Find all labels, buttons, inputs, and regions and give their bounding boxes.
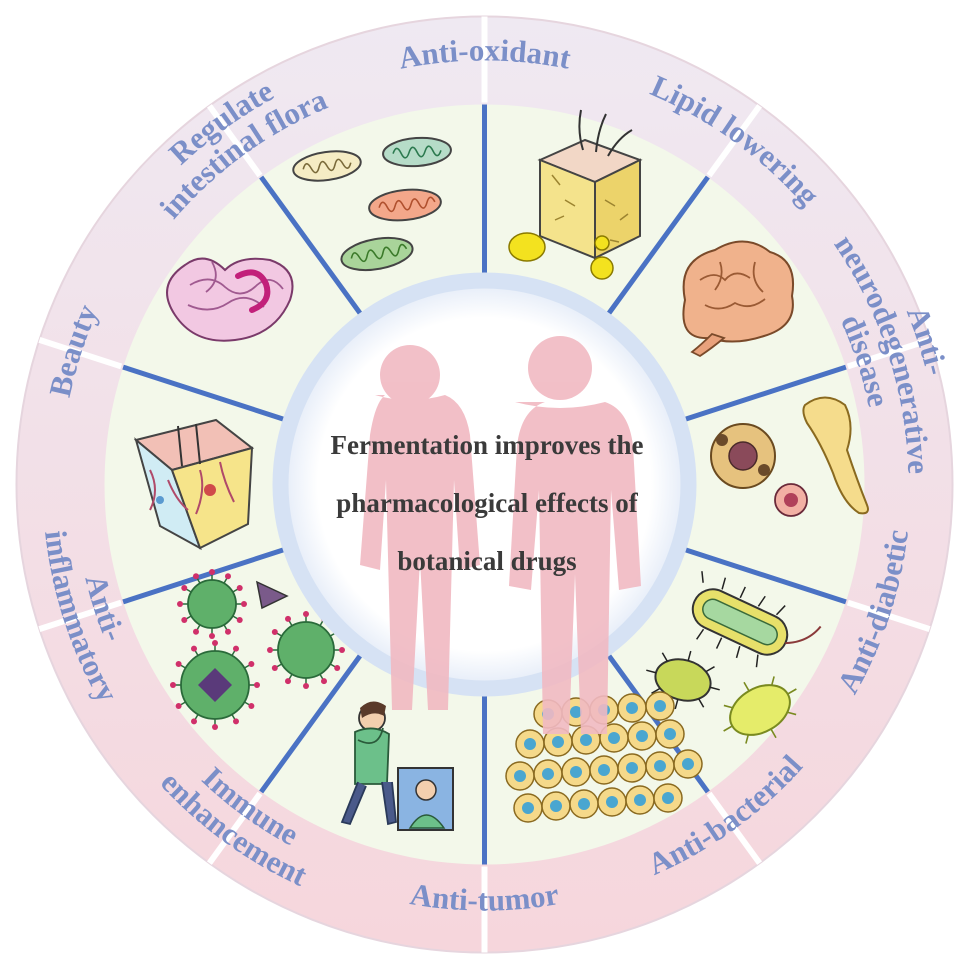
outer-divider [846,337,931,370]
brain-icon [682,240,794,358]
bacteria-icon [646,571,822,744]
center-title-line-3: botanical drugs [397,546,576,576]
inner-divider [259,648,367,794]
inner-divider [678,364,847,424]
outer-divider [846,599,931,632]
center-title-line-2: pharmacological effects of [336,488,638,518]
inner-divider [122,364,291,424]
outer-divider [38,599,123,632]
mitochondria-icon [292,136,452,272]
human-silhouettes-icon [360,336,641,734]
skin-section-icon [133,418,255,551]
outer-divider [706,104,763,178]
segment-icons [133,109,869,831]
inner-ring-dividers [122,104,847,865]
inner-divider [259,175,367,321]
virus-icon [170,569,345,730]
label-anti-tumor-line-1: Anti-tumor [408,876,561,917]
outer-ring-dividers [38,16,931,953]
center-title-line-1: Fermentation improves the [331,430,644,460]
inner-divider [678,545,847,605]
tumor-cells-icon [505,691,703,823]
inner-divider [122,545,291,605]
outer-divider [206,791,263,865]
outer-divider [706,791,763,865]
sick-person-icon [340,701,454,831]
intestine-icon [166,257,294,342]
inner-divider [602,175,710,321]
outer-divider [38,337,123,370]
pancreas-icon [710,396,869,517]
fat-tissue-icon [508,109,643,280]
outer-divider [206,104,263,178]
